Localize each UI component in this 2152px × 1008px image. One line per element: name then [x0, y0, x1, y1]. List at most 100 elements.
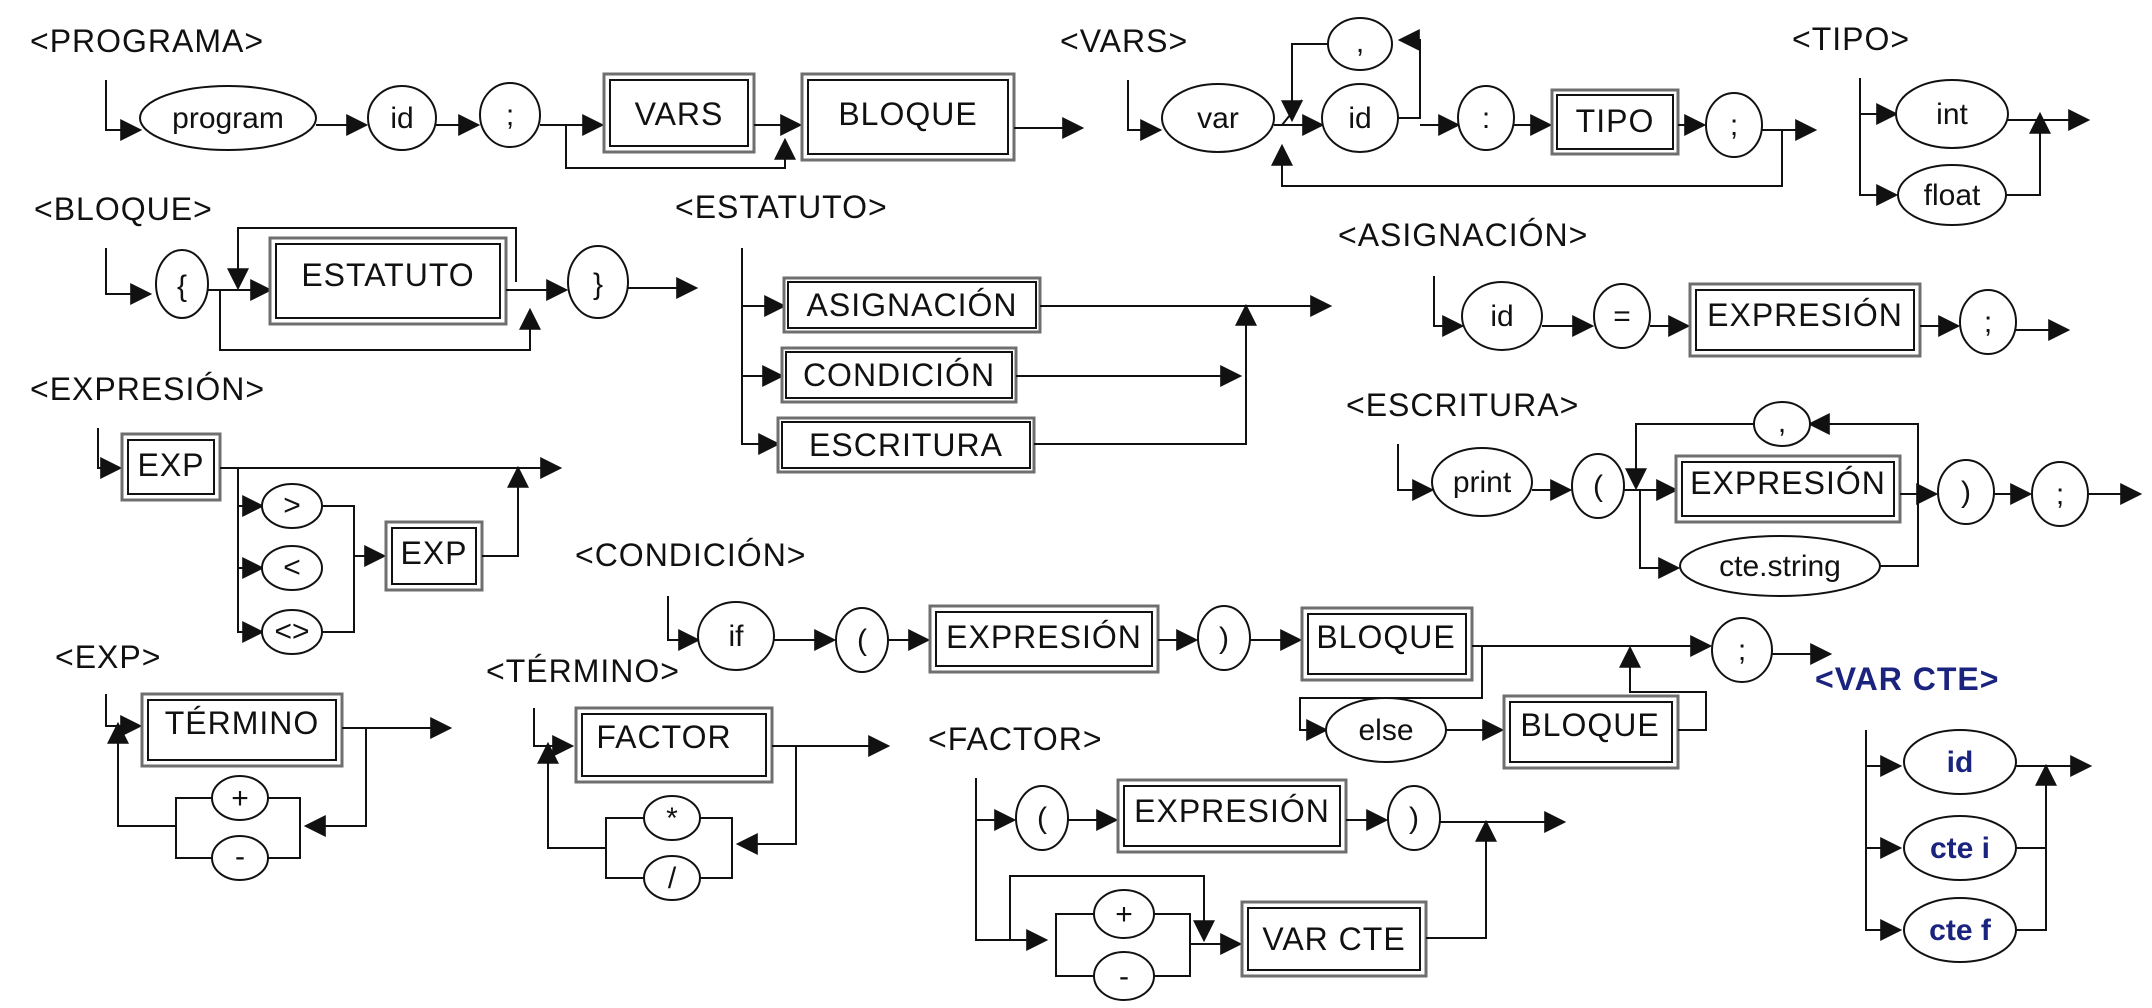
exp-return-line — [107, 721, 176, 827]
expresion-operator-join-line — [322, 505, 355, 633]
estatuto-escritura-join-line — [1034, 303, 1257, 445]
condicion-if-terminal — [697, 601, 775, 671]
escritura-semicolon-text: ; — [2056, 478, 2064, 511]
rule-condicion-title: <CONDICIÓN> — [575, 537, 806, 573]
factor-plus-text: + — [1115, 898, 1133, 931]
condicion-if-text: if — [729, 620, 745, 653]
expresion-exp2-nonterminal — [384, 520, 484, 592]
vars-comma-return-line — [1281, 43, 1328, 123]
vars-semicolon-terminal — [1705, 92, 1763, 158]
varcte-ctei-text: cte i — [1930, 832, 1990, 865]
estatuto-escritura-text: ESCRITURA — [809, 427, 1003, 463]
rule-bloque: <BLOQUE> { ESTATUTO } — [34, 191, 699, 351]
exp-op-join-right-line — [268, 797, 301, 859]
programa-vars-text: VARS — [635, 96, 724, 132]
bloque-close-terminal — [567, 245, 629, 319]
varcte-id-text: id — [1947, 746, 1974, 779]
escritura-branch-string-line — [1639, 490, 1681, 579]
varcte-id-terminal — [1903, 729, 2017, 795]
rule-vars-title: <VARS> — [1060, 23, 1188, 59]
asignacion-equals-terminal — [1593, 283, 1651, 349]
factor-open-terminal — [1015, 785, 1069, 851]
programa-program-terminal — [139, 85, 317, 151]
programa-id-terminal — [367, 85, 437, 151]
asignacion-expresion-text: EXPRESIÓN — [1707, 297, 1903, 333]
rule-expresion-title: <EXPRESIÓN> — [30, 371, 265, 407]
rule-bloque-title: <BLOQUE> — [34, 191, 213, 227]
bloque-repeat-line — [219, 290, 541, 351]
programa-semicolon-text: ; — [506, 99, 514, 132]
escritura-expresion-text: EXPRESIÓN — [1690, 465, 1886, 501]
bloque-estatuto-nonterminal — [268, 236, 508, 326]
tipo-int-terminal — [1895, 79, 2009, 149]
expresion-operator-branch-line — [237, 468, 265, 643]
rule-factor: <FACTOR> ( EXPRESIÓN ) + - VAR CTE — [928, 721, 1567, 1001]
bloque-open-text: { — [177, 270, 187, 303]
rule-varcte: <VAR CTE> id cte i cte f — [1815, 661, 2093, 963]
expresion-exp-nonterminal — [120, 432, 222, 502]
rule-factor-title: <FACTOR> — [928, 721, 1103, 757]
exp-entry-line — [105, 694, 143, 737]
escritura-comma-return-line — [1625, 423, 1754, 491]
asignacion-id-terminal — [1461, 281, 1543, 351]
exp-plus-text: + — [231, 782, 249, 815]
rule-asignacion: <ASIGNACIÓN> id = EXPRESIÓN ; — [1338, 217, 2071, 358]
varcte-entry-line — [1865, 730, 1903, 941]
tipo-int-text: int — [1936, 98, 1968, 131]
rule-tipo-title: <TIPO> — [1792, 21, 1910, 57]
rule-programa: <PROGRAMA> program id ; VARS BLOQUE — [30, 23, 1085, 169]
condicion-bloque-nonterminal — [1300, 606, 1474, 682]
vars-var-text: var — [1197, 102, 1239, 135]
condicion-entry-line — [667, 596, 701, 651]
factor-sign-join-right-line — [1154, 913, 1191, 977]
bloque-open-terminal — [155, 249, 209, 319]
programa-vars-bypass-line — [540, 124, 796, 169]
condicion-close-text: ) — [1219, 622, 1229, 655]
factor-close-text: ) — [1409, 802, 1419, 835]
condicion-open-text: ( — [857, 624, 867, 657]
factor-sign-join-left-line — [1055, 913, 1094, 977]
programa-program-text: program — [172, 102, 284, 135]
termino-entry-line — [533, 708, 575, 757]
escritura-entry-line — [1397, 444, 1435, 501]
factor-minus-text: - — [1119, 960, 1129, 993]
condicion-bloque2-text: BLOQUE — [1520, 707, 1659, 743]
exp-loop-line — [303, 728, 367, 837]
asignacion-semicolon-text: ; — [1984, 306, 1992, 339]
expresion-exp2-join-line — [482, 465, 529, 557]
expresion-exp-text: EXP — [137, 447, 204, 483]
estatuto-condicion-text: CONDICIÓN — [803, 357, 995, 393]
exp-op-join-left-line — [175, 797, 212, 859]
condicion-expresion-nonterminal — [928, 604, 1160, 674]
condicion-expresion-text: EXPRESIÓN — [946, 619, 1142, 655]
factor-close-terminal — [1387, 785, 1441, 851]
vars-colon-text: : — [1482, 102, 1490, 135]
expresion-lt-terminal — [261, 545, 323, 591]
rule-termino-title: <TÉRMINO> — [486, 653, 680, 689]
termino-factor-text: FACTOR — [596, 719, 731, 755]
bloque-entry-line — [105, 248, 153, 305]
estatuto-entry-line — [741, 248, 781, 455]
exp-termino-nonterminal — [140, 692, 344, 768]
tipo-float-join-line — [2006, 111, 2051, 196]
factor-varcte-nonterminal — [1240, 900, 1428, 978]
rule-condicion: <CONDICIÓN> if ( EXPRESIÓN ) BLOQUE else… — [575, 537, 1833, 770]
condicion-semicolon-text: ; — [1738, 634, 1746, 667]
rule-tipo: <TIPO> int float — [1792, 21, 2091, 226]
vars-semicolon-text: ; — [1730, 109, 1738, 142]
vars-tipo-nonterminal — [1550, 88, 1680, 156]
condicion-semicolon-terminal — [1711, 617, 1773, 683]
condicion-close-terminal — [1197, 605, 1251, 671]
exp-termino-text: TÉRMINO — [165, 705, 320, 741]
estatuto-asignacion-text: ASIGNACIÓN — [807, 287, 1018, 323]
factor-expresion-text: EXPRESIÓN — [1134, 793, 1330, 829]
programa-vars-nonterminal — [602, 72, 756, 154]
exp-minus-text: - — [235, 840, 245, 873]
bloque-estatuto-text: ESTATUTO — [301, 257, 474, 293]
asignacion-id-text: id — [1490, 300, 1513, 333]
termino-op-join-left-line — [605, 817, 644, 879]
expresion-exp2-text: EXP — [400, 535, 467, 571]
condicion-bloque2-nonterminal — [1502, 694, 1680, 770]
condicion-else-text: else — [1358, 714, 1413, 747]
escritura-expresion-nonterminal — [1674, 454, 1902, 524]
